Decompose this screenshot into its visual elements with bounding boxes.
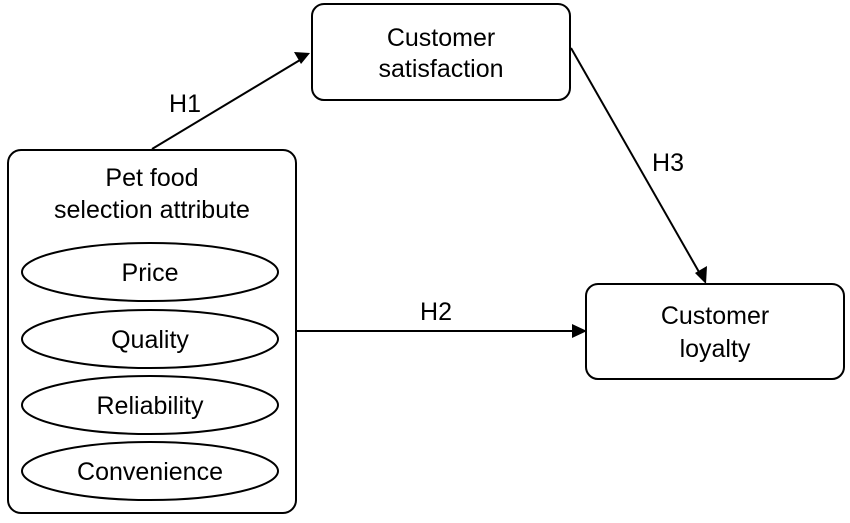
customer-satisfaction-line-2: satisfaction [378,55,503,83]
edge-label-h1: H1 [169,90,201,118]
attribute-reliability-label: Reliability [97,392,204,420]
attribute-reliability-ellipse [21,375,279,435]
edge-h2-arrowhead [572,324,587,338]
attribute-quality: Quality [21,309,279,369]
customer-satisfaction-box [311,3,571,101]
edge-h3-line [570,47,700,273]
customer-satisfaction-line-1: Customer [387,24,495,52]
attribute-convenience-label: Convenience [77,458,223,486]
edge-h1: H1 [151,52,310,150]
edge-h1-line [151,59,301,150]
attribute-price: Price [21,242,279,302]
attribute-quality-label: Quality [111,326,189,354]
attribute-quality-ellipse [21,309,279,369]
edge-label-h2: H2 [420,298,452,326]
edge-h1-arrowhead [294,52,310,64]
attribute-price-ellipse [21,242,279,302]
edge-label-h3: H3 [652,149,684,177]
node-customer-satisfaction: Customer satisfaction [311,3,571,101]
customer-loyalty-line-2: loyalty [680,335,751,363]
attribute-convenience-ellipse [21,441,279,501]
attribute-price-label: Price [122,259,179,287]
node-customer-loyalty: Customer loyalty [585,283,845,380]
edge-h3-arrowhead [695,266,707,284]
node-pet-food-selection-attribute: Pet food selection attribute Price Quali… [7,149,297,514]
attribute-convenience: Convenience [21,441,279,501]
pet-food-selection-attribute-line-2: selection attribute [54,196,250,224]
edge-h2: H2 [297,298,587,338]
customer-loyalty-box [585,283,845,380]
edge-h3: H3 [570,47,707,284]
customer-loyalty-line-1: Customer [661,302,769,330]
pet-food-selection-attribute-line-1: Pet food [105,164,198,192]
attribute-reliability: Reliability [21,375,279,435]
